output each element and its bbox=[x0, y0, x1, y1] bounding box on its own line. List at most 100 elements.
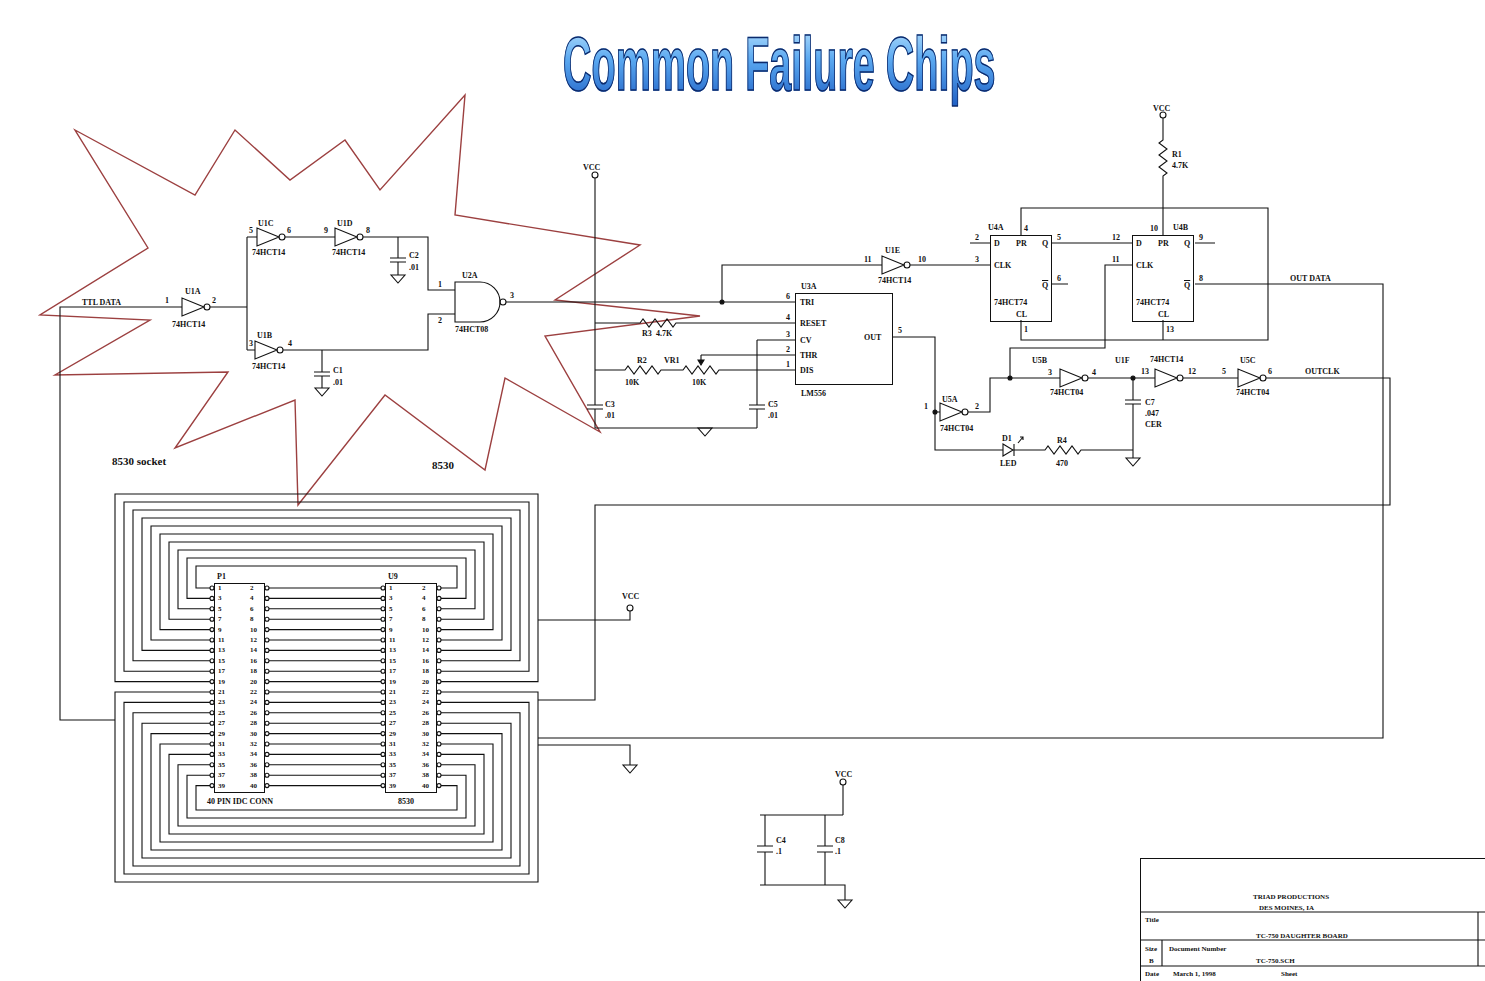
pin-number: 6 bbox=[1268, 367, 1272, 376]
node-text: Date bbox=[1145, 970, 1159, 978]
pin-end bbox=[437, 607, 441, 611]
pin-number: 40 bbox=[250, 782, 257, 790]
pin-number: 27 bbox=[218, 719, 225, 727]
node-text: 8530 bbox=[398, 797, 414, 806]
pin-number: 9 bbox=[218, 626, 222, 634]
pin-end bbox=[437, 732, 441, 736]
pin-number: 470 bbox=[1056, 459, 1068, 468]
pin-end bbox=[265, 752, 269, 756]
pin-end bbox=[265, 617, 269, 621]
pin-end bbox=[437, 669, 441, 673]
part-label: U1A bbox=[185, 287, 201, 296]
bundle-wire bbox=[196, 566, 457, 588]
pin-number: 1 bbox=[218, 584, 222, 592]
diagram-title: Common Failure Chips bbox=[563, 22, 996, 106]
node-text: TC-750 DAUGHTER BOARD bbox=[1256, 932, 1348, 940]
gate-wires bbox=[60, 228, 990, 720]
node-text: LM556 bbox=[801, 389, 826, 398]
part-label: R1 bbox=[1172, 150, 1182, 159]
pin-number: 25 bbox=[218, 709, 225, 717]
pin-number: 6 bbox=[422, 605, 426, 613]
pin-number: 6 bbox=[250, 605, 254, 613]
pin-number: 11 bbox=[389, 636, 396, 644]
node-text: U4A bbox=[988, 223, 1004, 232]
pin-number: 22 bbox=[422, 688, 429, 696]
pin-number: 3 bbox=[510, 291, 514, 300]
pin-number: 1 bbox=[786, 360, 790, 369]
part-label: 74HCT14 bbox=[252, 248, 285, 257]
node-text: CV bbox=[800, 336, 812, 345]
node-text: 40 PIN IDC CONN bbox=[207, 797, 273, 806]
pin-end bbox=[437, 752, 441, 756]
node-text: U3A bbox=[801, 282, 817, 291]
pin-number: 36 bbox=[422, 761, 429, 769]
bundle-wire bbox=[267, 650, 383, 651]
pin-number: 6 bbox=[1057, 274, 1061, 283]
bundle-wire bbox=[267, 754, 383, 755]
part-label: U5C bbox=[1240, 356, 1256, 365]
part-label: .01 bbox=[605, 411, 615, 420]
power-wires bbox=[538, 605, 852, 908]
pin-number: 22 bbox=[250, 688, 257, 696]
pin-number: 28 bbox=[422, 719, 429, 727]
bundle-wire bbox=[160, 744, 493, 842]
bundle-wire bbox=[142, 723, 511, 858]
pin-number: 17 bbox=[389, 667, 396, 675]
pin-number: 2 bbox=[438, 316, 442, 325]
part-label: CER bbox=[1145, 420, 1162, 429]
pin-number: 2 bbox=[250, 584, 254, 592]
bundle-wire bbox=[142, 518, 511, 650]
pin-number: 8 bbox=[422, 615, 426, 623]
part-label: U1B bbox=[257, 331, 272, 340]
pin-number: 19 bbox=[218, 678, 225, 686]
pin-number: 3 bbox=[389, 594, 393, 602]
part-label: 74HCT14 bbox=[252, 362, 285, 371]
pin-end bbox=[265, 596, 269, 600]
part-label: U1E bbox=[885, 246, 900, 255]
pin-end bbox=[437, 617, 441, 621]
part-label: .1 bbox=[835, 847, 841, 856]
pin-number: 11 bbox=[218, 636, 225, 644]
part-label: 4.7K bbox=[1172, 161, 1188, 170]
pin-number: 38 bbox=[250, 771, 257, 779]
pin-number: 23 bbox=[218, 698, 225, 706]
pin-end bbox=[265, 711, 269, 715]
pin-number: 3 bbox=[786, 330, 790, 339]
node-text: PR bbox=[1016, 239, 1027, 248]
pin-number: 17 bbox=[218, 667, 225, 675]
pin-number: 12 bbox=[1112, 233, 1120, 242]
bundle-wire bbox=[267, 785, 383, 786]
bundle-wire bbox=[196, 786, 457, 810]
node-text: RESET bbox=[800, 319, 826, 328]
pin-number: 20 bbox=[250, 678, 257, 686]
part-label: 10K bbox=[625, 378, 639, 387]
part-label: 74HCT08 bbox=[455, 325, 488, 334]
part-label: 74HCT14 bbox=[878, 276, 911, 285]
bundle-wire bbox=[267, 587, 383, 588]
pin-end bbox=[265, 732, 269, 736]
part-label: 10K bbox=[692, 378, 706, 387]
pin-number: 26 bbox=[250, 709, 257, 717]
bundle-wire bbox=[267, 723, 383, 724]
part-label: D1 bbox=[1002, 434, 1012, 443]
pin-number: 28 bbox=[250, 719, 257, 727]
part-label: TTL DATA bbox=[82, 298, 121, 307]
pin-number: 40 bbox=[422, 782, 429, 790]
pin-end bbox=[437, 784, 441, 788]
bundle-wire bbox=[267, 608, 383, 609]
pin-number: 33 bbox=[218, 750, 225, 758]
bundle-wire bbox=[267, 639, 383, 640]
title-block: TRIAD PRODUCTIONSDES MOINES, IATitleTC-7… bbox=[1140, 858, 1485, 981]
timer-wires bbox=[538, 172, 1390, 700]
connector-bundle bbox=[115, 494, 538, 882]
pin-number: 16 bbox=[422, 657, 429, 665]
pin-number: 34 bbox=[250, 750, 257, 758]
pin-number: 3 bbox=[249, 339, 253, 348]
timer-chip: U3ATRIRESETCVTHRDISOUTLM556 bbox=[795, 293, 893, 385]
pin-number: 29 bbox=[218, 730, 225, 738]
pin-number: 2 bbox=[975, 402, 979, 411]
pin-number: 13 bbox=[389, 646, 396, 654]
pin-number: 8 bbox=[1199, 274, 1203, 283]
